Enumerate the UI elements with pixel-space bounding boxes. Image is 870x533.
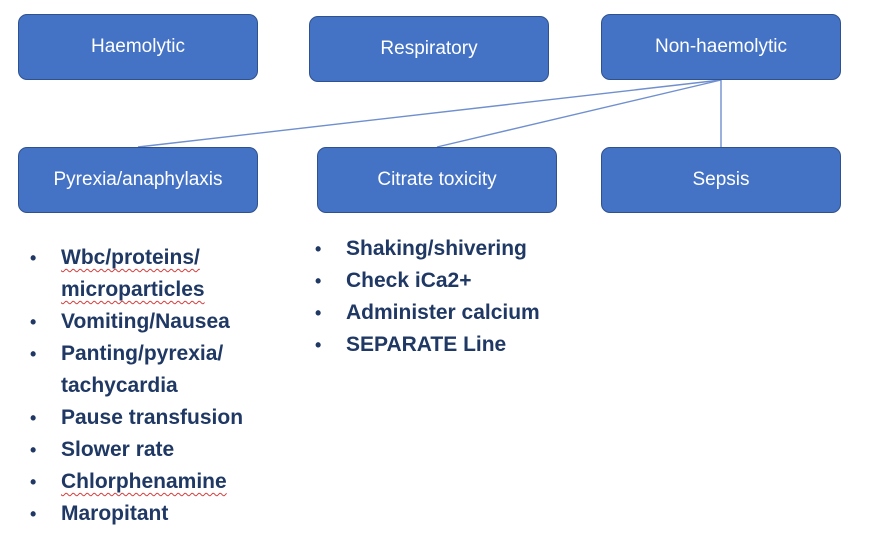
list-item: Chlorphenamine <box>26 466 306 498</box>
list-item: SEPARATE Line <box>311 329 611 361</box>
list-item: Vomiting/Nausea <box>26 306 306 338</box>
list-item-text: Panting/pyrexia/ <box>61 342 224 365</box>
list-item-text: Wbc/proteins/ <box>61 246 200 269</box>
citrate-toxicity-label: Citrate toxicity <box>377 169 497 190</box>
list-item-text: SEPARATE Line <box>346 333 507 356</box>
list-item: Check iCa2+ <box>311 265 611 297</box>
list-item: Maropitant <box>26 498 306 530</box>
haemolytic-box[interactable]: Haemolytic <box>18 14 258 80</box>
connector-non-haemolytic-to-citrate <box>436 79 722 148</box>
haemolytic-label: Haemolytic <box>91 36 185 57</box>
list-item-text: microparticles <box>61 278 205 301</box>
list-item-text: Check iCa2+ <box>346 269 472 292</box>
respiratory-box[interactable]: Respiratory <box>309 16 549 82</box>
citrate-bullet-list: Shaking/shivering Check iCa2+ Administer… <box>311 233 611 361</box>
list-item: Slower rate <box>26 434 306 466</box>
list-item-text: Chlorphenamine <box>61 470 227 493</box>
non-haemolytic-box[interactable]: Non-haemolytic <box>601 14 841 80</box>
list-item: Wbc/proteins/microparticles <box>26 242 306 306</box>
list-item-text: Vomiting/Nausea <box>61 310 230 333</box>
respiratory-label: Respiratory <box>380 38 478 59</box>
list-item-text: tachycardia <box>61 374 178 397</box>
list-item: Panting/pyrexia/tachycardia <box>26 338 306 402</box>
non-haemolytic-label: Non-haemolytic <box>655 36 787 57</box>
list-item: Administer calcium <box>311 297 611 329</box>
sepsis-label: Sepsis <box>692 169 750 190</box>
list-item-text: Shaking/shivering <box>346 237 527 260</box>
pyrexia-anaphylaxis-box[interactable]: Pyrexia/anaphylaxis <box>18 147 258 213</box>
list-item-text: Pause transfusion <box>61 406 244 429</box>
list-item-text: Maropitant <box>61 502 169 525</box>
sepsis-box[interactable]: Sepsis <box>601 147 841 213</box>
pyrexia-bullet-list: Wbc/proteins/microparticles Vomiting/Nau… <box>26 242 306 530</box>
citrate-toxicity-box[interactable]: Citrate toxicity <box>317 147 557 213</box>
list-item-text: Slower rate <box>61 438 175 461</box>
list-item: Shaking/shivering <box>311 233 611 265</box>
connector-non-haemolytic-to-pyrexia <box>137 79 722 148</box>
pyrexia-anaphylaxis-label: Pyrexia/anaphylaxis <box>53 169 223 190</box>
list-item-text: Administer calcium <box>346 301 540 324</box>
list-item: Pause transfusion <box>26 402 306 434</box>
